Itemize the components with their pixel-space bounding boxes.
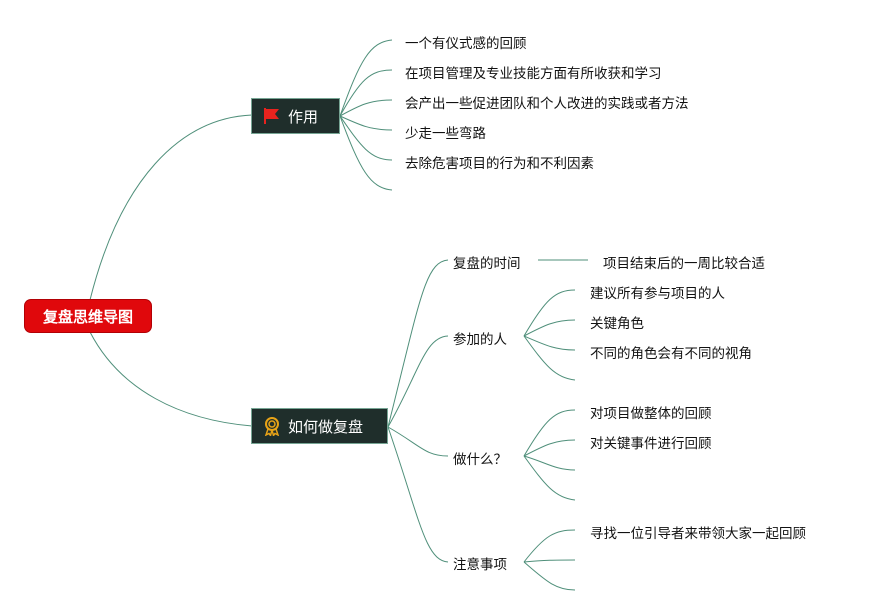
- connector-root-to-howto: [89, 331, 253, 427]
- connector-sub-item: [523, 319, 576, 337]
- branch-topic-label: 如何做复盘: [288, 417, 364, 436]
- branch-topic-role[interactable]: 作用: [251, 98, 340, 134]
- sub-item[interactable]: 关键角色: [590, 316, 644, 332]
- role-item[interactable]: 一个有仪式感的回顾: [405, 36, 527, 52]
- connector-howto-sub: [387, 426, 449, 457]
- sub-topic-time[interactable]: 复盘的时间: [453, 256, 521, 272]
- connector-sub-item: [523, 455, 576, 501]
- connector-sub-item: [523, 455, 576, 471]
- connector-role-item: [339, 115, 393, 191]
- connector-sub-item: [523, 335, 576, 351]
- connector-howto-sub: [387, 426, 449, 563]
- root-topic[interactable]: 复盘思维导图: [25, 300, 151, 332]
- role-item[interactable]: 会产出一些促进团队和个人改进的实践或者方法: [405, 96, 689, 112]
- connector-howto-sub: [387, 335, 449, 428]
- connector-sub-item: [523, 529, 576, 563]
- role-item[interactable]: 去除危害项目的行为和不利因素: [405, 156, 594, 172]
- sub-topic-participants[interactable]: 参加的人: [453, 332, 507, 348]
- connector-role-item: [339, 39, 393, 117]
- connector-role-item: [339, 99, 393, 117]
- connector-sub-item: [523, 439, 576, 457]
- connector-root-to-role: [89, 114, 253, 301]
- medal-icon: [264, 417, 280, 436]
- connector-sub-item: [523, 559, 576, 563]
- connector-sub-item: [523, 409, 576, 457]
- role-item[interactable]: 在项目管理及专业技能方面有所收获和学习: [405, 66, 662, 82]
- sub-topic-what[interactable]: 做什么？: [453, 452, 507, 468]
- connector-role-item: [339, 115, 393, 161]
- red-flag-icon: [264, 108, 279, 124]
- root-topic-label: 复盘思维导图: [42, 307, 133, 326]
- branch-topic-howto[interactable]: 如何做复盘: [251, 408, 388, 444]
- connector-sub-item: [523, 561, 576, 591]
- connector-sub-item: [523, 335, 576, 381]
- connector-howto-sub: [387, 259, 449, 428]
- sub-item[interactable]: 对项目做整体的回顾: [590, 406, 712, 422]
- branch-topic-label: 作用: [288, 107, 319, 126]
- role-item[interactable]: 少走一些弯路: [405, 126, 486, 142]
- sub-item[interactable]: 不同的角色会有不同的视角: [590, 346, 752, 362]
- sub-item[interactable]: 项目结束后的一周比较合适: [603, 256, 765, 272]
- sub-item[interactable]: 建议所有参与项目的人: [590, 286, 725, 302]
- connector-role-item: [339, 115, 393, 131]
- sub-item[interactable]: 寻找一位引导者来带领大家一起回顾: [590, 526, 806, 542]
- sub-topic-notes[interactable]: 注意事项: [453, 557, 507, 573]
- connector-role-item: [339, 69, 393, 117]
- sub-item[interactable]: 对关键事件进行回顾: [590, 436, 712, 452]
- connector-sub-item: [523, 289, 576, 337]
